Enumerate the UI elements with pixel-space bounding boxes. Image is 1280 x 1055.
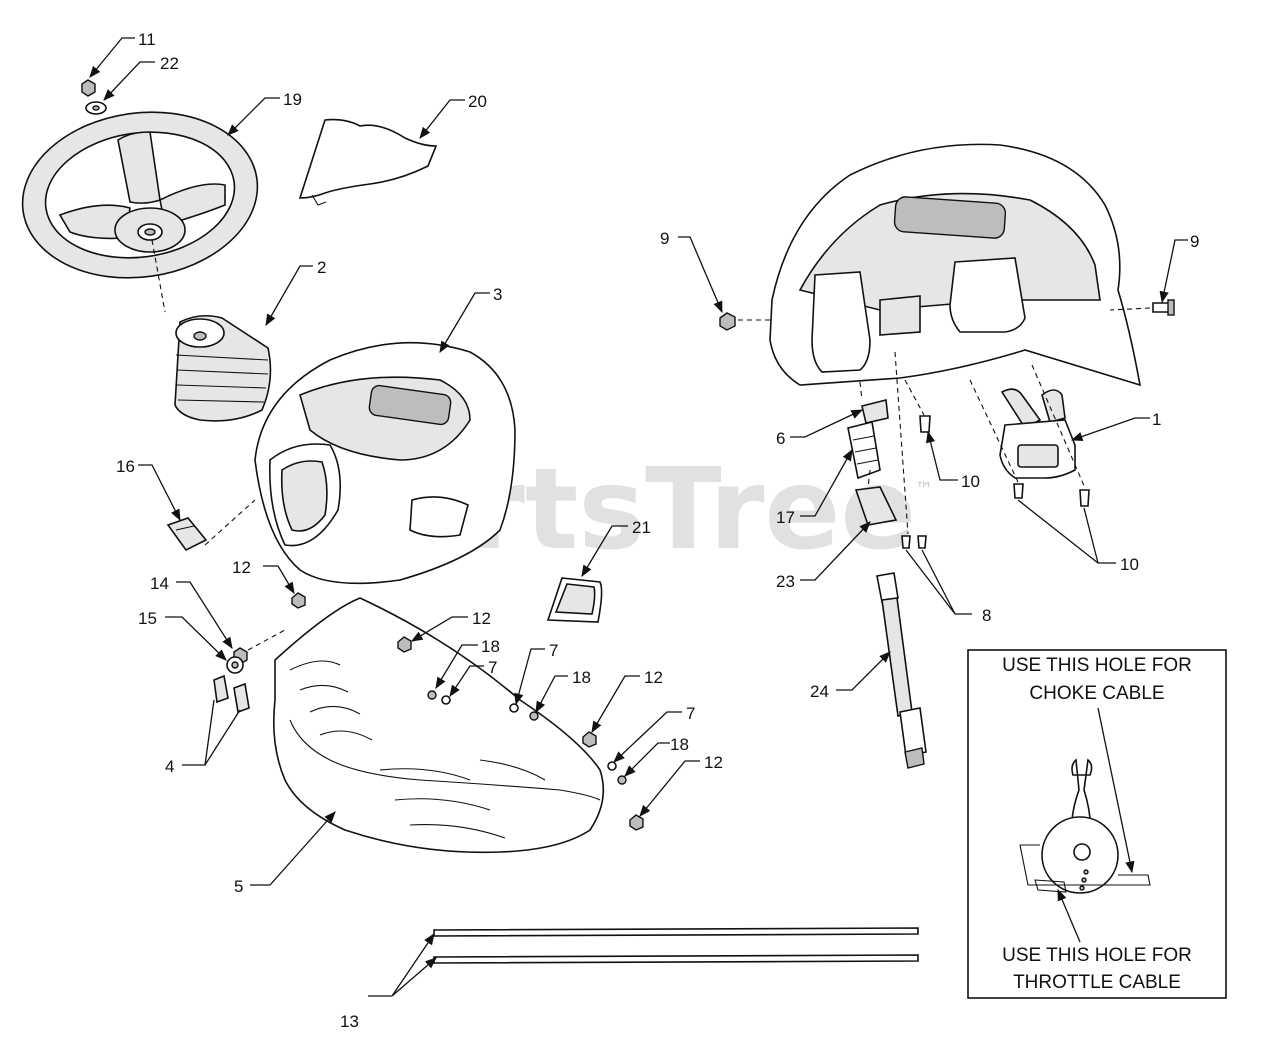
washer-part-18b — [529, 711, 539, 721]
callout-7-a: 7 — [488, 658, 497, 677]
callout-12-c: 12 — [644, 668, 663, 687]
callout-5: 5 — [234, 877, 243, 896]
screw-part-9-right — [1152, 299, 1175, 316]
cable-hole-inset: USE THIS HOLE FOR CHOKE CABLE USE THIS H… — [967, 649, 1227, 999]
steering-wheel-part-19 — [21, 111, 259, 279]
washer-part-18c — [617, 775, 627, 785]
harness-part-24 — [876, 572, 927, 769]
clip-part-16 — [166, 517, 208, 552]
inset-choke-line-2: CHOKE CABLE — [1029, 683, 1164, 704]
watermark-trademark: ™ — [915, 479, 933, 500]
callout-20: 20 — [468, 92, 487, 111]
callout-1: 1 — [1152, 410, 1161, 429]
callout-10-b: 10 — [1120, 555, 1139, 574]
washer-part-18a — [427, 690, 437, 700]
callout-4: 4 — [165, 757, 174, 776]
screw-part-12d — [629, 814, 644, 831]
callout-7-b: 7 — [549, 641, 558, 660]
callout-23: 23 — [776, 572, 795, 591]
steering-boot-part-2 — [174, 314, 272, 422]
plate-part-23 — [854, 486, 898, 526]
bracket-part-6 — [861, 399, 889, 424]
callout-15: 15 — [138, 609, 157, 628]
callout-leaders — [89, 37, 1188, 997]
callout-7-c: 7 — [686, 704, 695, 723]
callout-24: 24 — [810, 682, 829, 701]
screw-part-12c — [582, 731, 597, 748]
screw-part-12b — [397, 636, 412, 653]
callout-2: 2 — [317, 258, 326, 277]
callout-18-b: 18 — [572, 668, 591, 687]
callout-12-b: 12 — [472, 609, 491, 628]
screw-part-8a — [901, 535, 911, 549]
callout-17: 17 — [776, 508, 795, 527]
clip-part-4 — [213, 674, 250, 714]
callout-12-d: 12 — [704, 753, 723, 772]
screw-part-10b — [1013, 483, 1024, 499]
callout-9-left: 9 — [660, 229, 669, 248]
screw-part-9-left — [719, 312, 736, 331]
callout-6: 6 — [776, 429, 785, 448]
callout-3: 3 — [493, 285, 502, 304]
hood-assembly — [769, 143, 1142, 387]
inset-choke-line-1: USE THIS HOLE FOR — [1002, 655, 1192, 676]
screw-part-7b — [509, 703, 519, 713]
nut-part-11 — [81, 79, 96, 97]
screw-part-10c — [1079, 489, 1090, 507]
screw-part-8b — [917, 535, 927, 549]
washer-part-22 — [85, 101, 107, 115]
callout-16: 16 — [116, 457, 135, 476]
switch-part-17 — [847, 421, 881, 480]
inset-throttle-line-1: USE THIS HOLE FOR — [1002, 945, 1192, 966]
trim-strip-part-13 — [433, 927, 919, 964]
callout-22: 22 — [160, 54, 179, 73]
callout-11: 11 — [138, 30, 156, 49]
inset-throttle-line-2: THROTTLE CABLE — [1013, 972, 1181, 993]
callout-13: 13 — [340, 1012, 359, 1031]
lower-panel-part-5 — [272, 597, 605, 854]
dash-panel-part-3 — [254, 341, 516, 585]
callout-9-right: 9 — [1190, 232, 1199, 251]
callout-labels: 11 22 19 20 2 3 16 21 12 14 15 12 18 7 7… — [116, 30, 1199, 1031]
callout-18-c: 18 — [670, 735, 689, 754]
callout-12-a: 12 — [232, 558, 251, 577]
screw-part-7a — [441, 695, 451, 705]
callout-14: 14 — [150, 574, 169, 593]
grommet-part-15 — [226, 656, 244, 674]
screw-part-12a — [291, 592, 306, 609]
assembly-centerlines — [151, 239, 1151, 651]
callout-21: 21 — [632, 518, 651, 537]
cover-part-20 — [298, 118, 438, 206]
screw-part-10a — [919, 415, 931, 433]
callout-10-a: 10 — [961, 472, 980, 491]
callout-8: 8 — [982, 606, 991, 625]
callout-18-a: 18 — [481, 637, 500, 656]
throttle-control-part-1 — [999, 388, 1076, 479]
screw-part-7c — [607, 761, 617, 771]
inset-control-lever — [1019, 758, 1151, 894]
lens-part-21 — [546, 577, 603, 623]
callout-19: 19 — [283, 90, 302, 109]
